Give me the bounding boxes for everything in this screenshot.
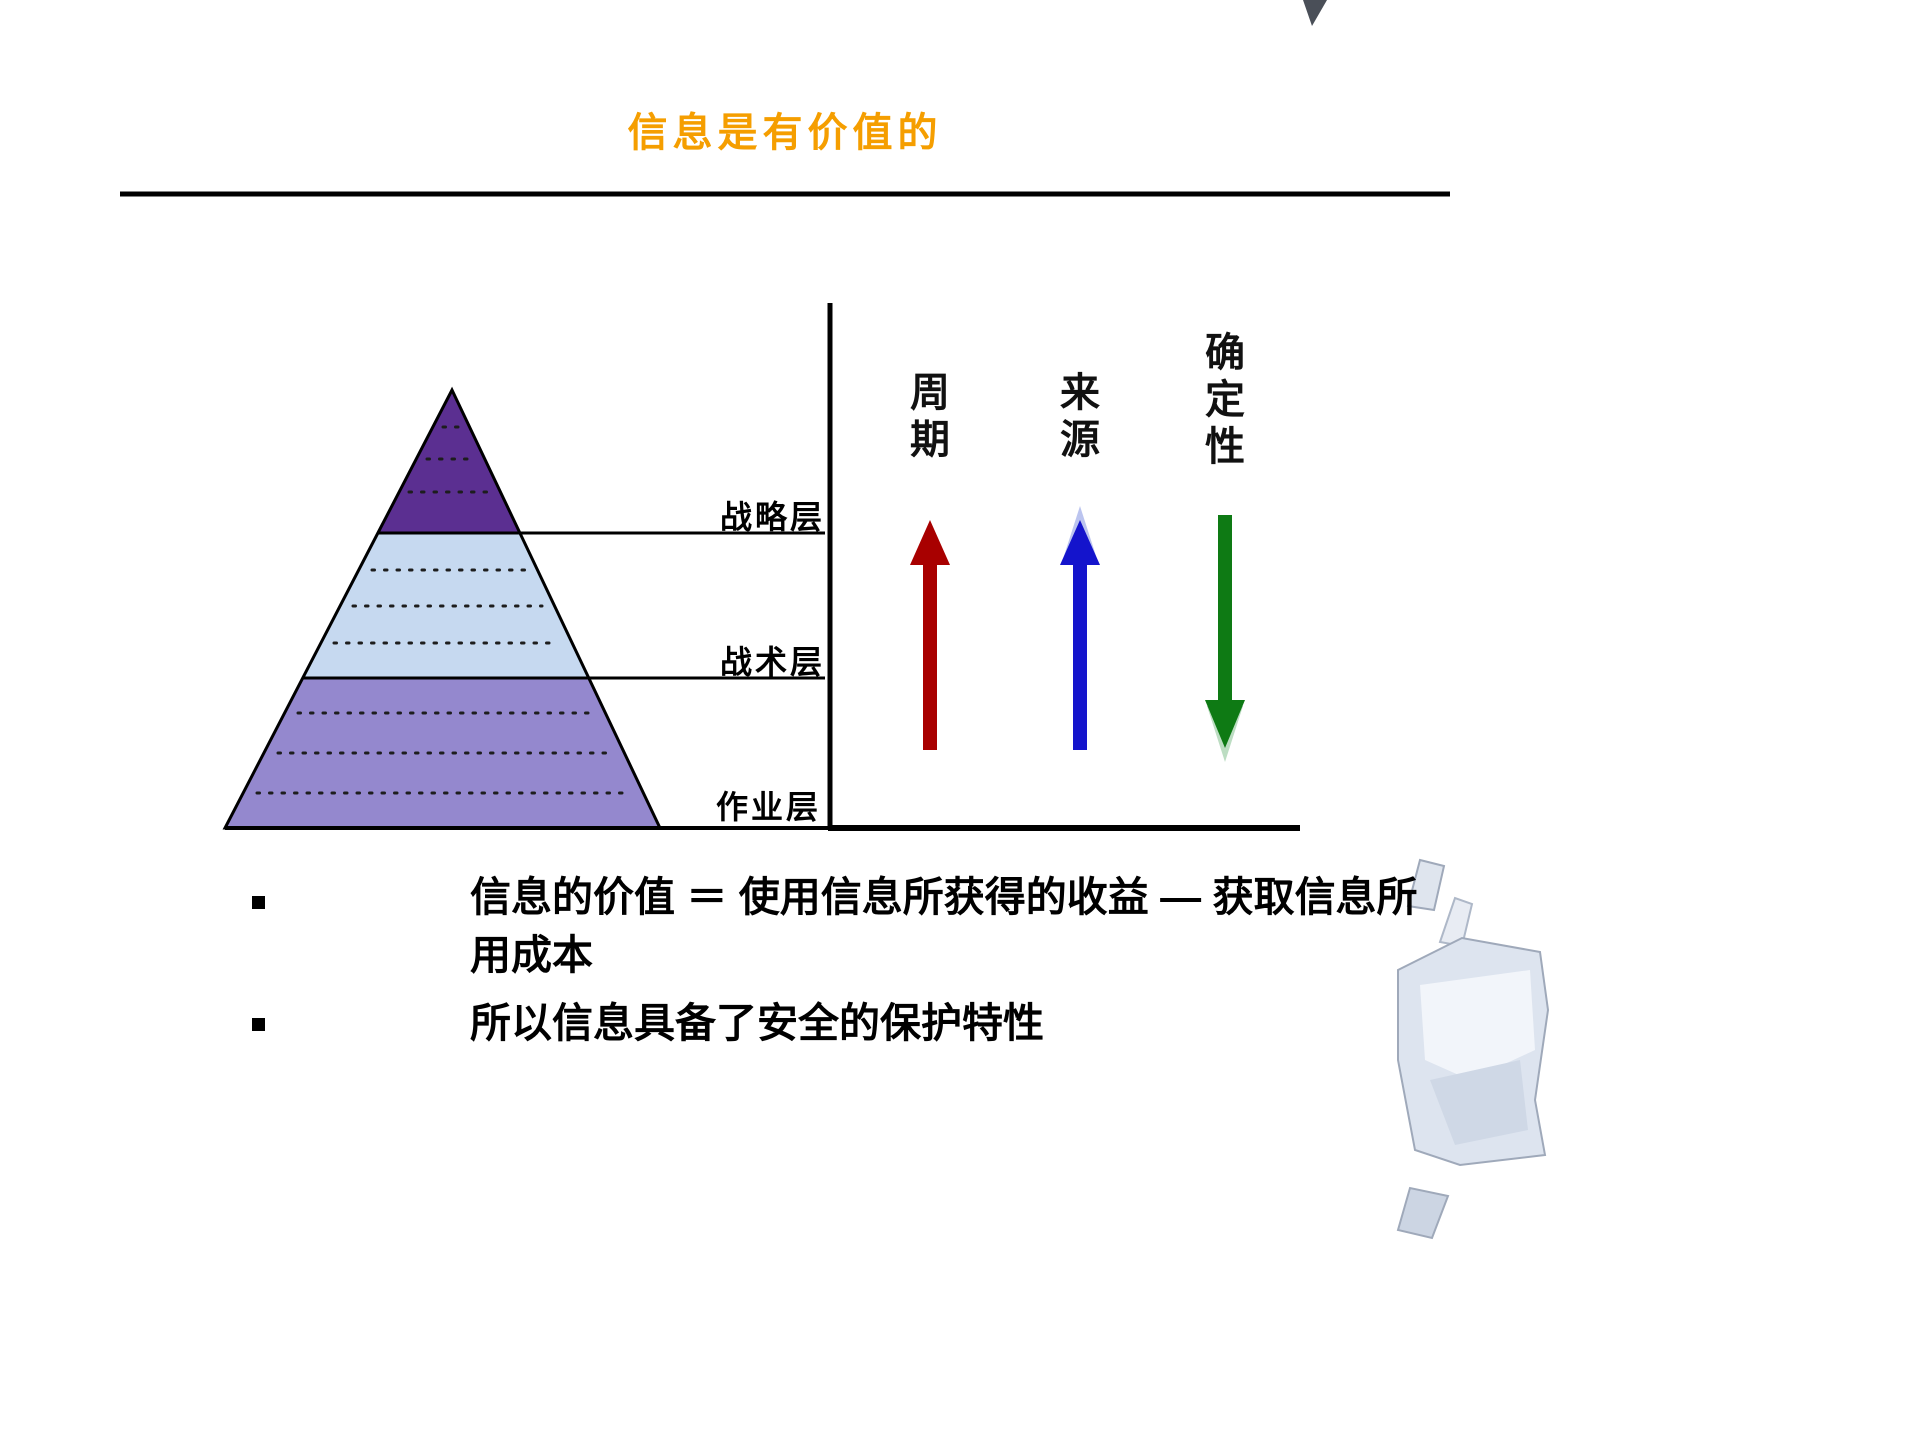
indicator-label-certainty: 确定性 — [1205, 331, 1245, 469]
bullet-text-value-formula: 信息的价值 ＝ 使用信息所获得的收益 — 获取信息所用成本 — [470, 874, 1418, 978]
pyramid-label-tactical: 战术层 — [720, 644, 826, 680]
pyramid — [222, 386, 825, 830]
bullet-marker — [252, 1018, 265, 1031]
cycle-up-arrow — [910, 520, 950, 750]
decorative-top-mark — [1303, 0, 1327, 26]
decorative-paper-graphic — [1396, 858, 1550, 1240]
pyramid-dotted-texture — [255, 425, 632, 795]
pyramid-layer-strategic — [378, 390, 520, 533]
indicator-label-source: 来源 — [1060, 371, 1100, 462]
pyramid-label-operational: 作业层 — [716, 789, 822, 825]
bullet-text-security-property: 所以信息具备了安全的保护特性 — [470, 1000, 1044, 1046]
indicator-label-cycle: 周期 — [910, 371, 950, 462]
axes — [225, 303, 1300, 831]
source-up-arrow — [1060, 520, 1100, 750]
pyramid-layer-tactical — [303, 533, 589, 678]
certainty-down-arrow — [1205, 515, 1245, 748]
trend-arrows — [910, 506, 1245, 762]
pyramid-label-strategic: 战略层 — [720, 499, 826, 535]
page-title: 信息是有价值的 — [627, 111, 943, 155]
bullet-marker — [252, 896, 265, 909]
